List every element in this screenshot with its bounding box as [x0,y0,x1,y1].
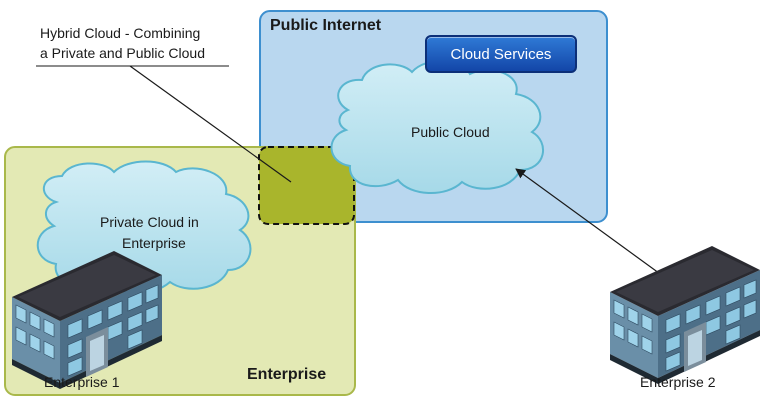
private-cloud-label-line-1: Private Cloud in [100,214,199,230]
public-cloud-label: Public Cloud [411,124,490,140]
connection-arrow [515,168,664,277]
callout-line-2: a Private and Public Cloud [40,45,205,61]
public-internet-title: Public Internet [270,17,382,34]
callout-line-1: Hybrid Cloud - Combining [40,25,201,41]
cloud-services-button[interactable]: Cloud Services [425,35,577,73]
callout-pointer-line [129,65,292,183]
enterprise-1-label: Enterprise 1 [44,374,120,390]
public-cloud-shape [330,59,544,195]
enterprise-2-building-icon [609,245,761,385]
enterprise-2-label: Enterprise 2 [640,374,716,390]
private-cloud-shape [36,160,252,295]
enterprise-zone-title: Enterprise [247,366,327,383]
private-cloud-label-line-2: Enterprise [122,235,186,251]
hybrid-overlap-region [258,146,355,225]
